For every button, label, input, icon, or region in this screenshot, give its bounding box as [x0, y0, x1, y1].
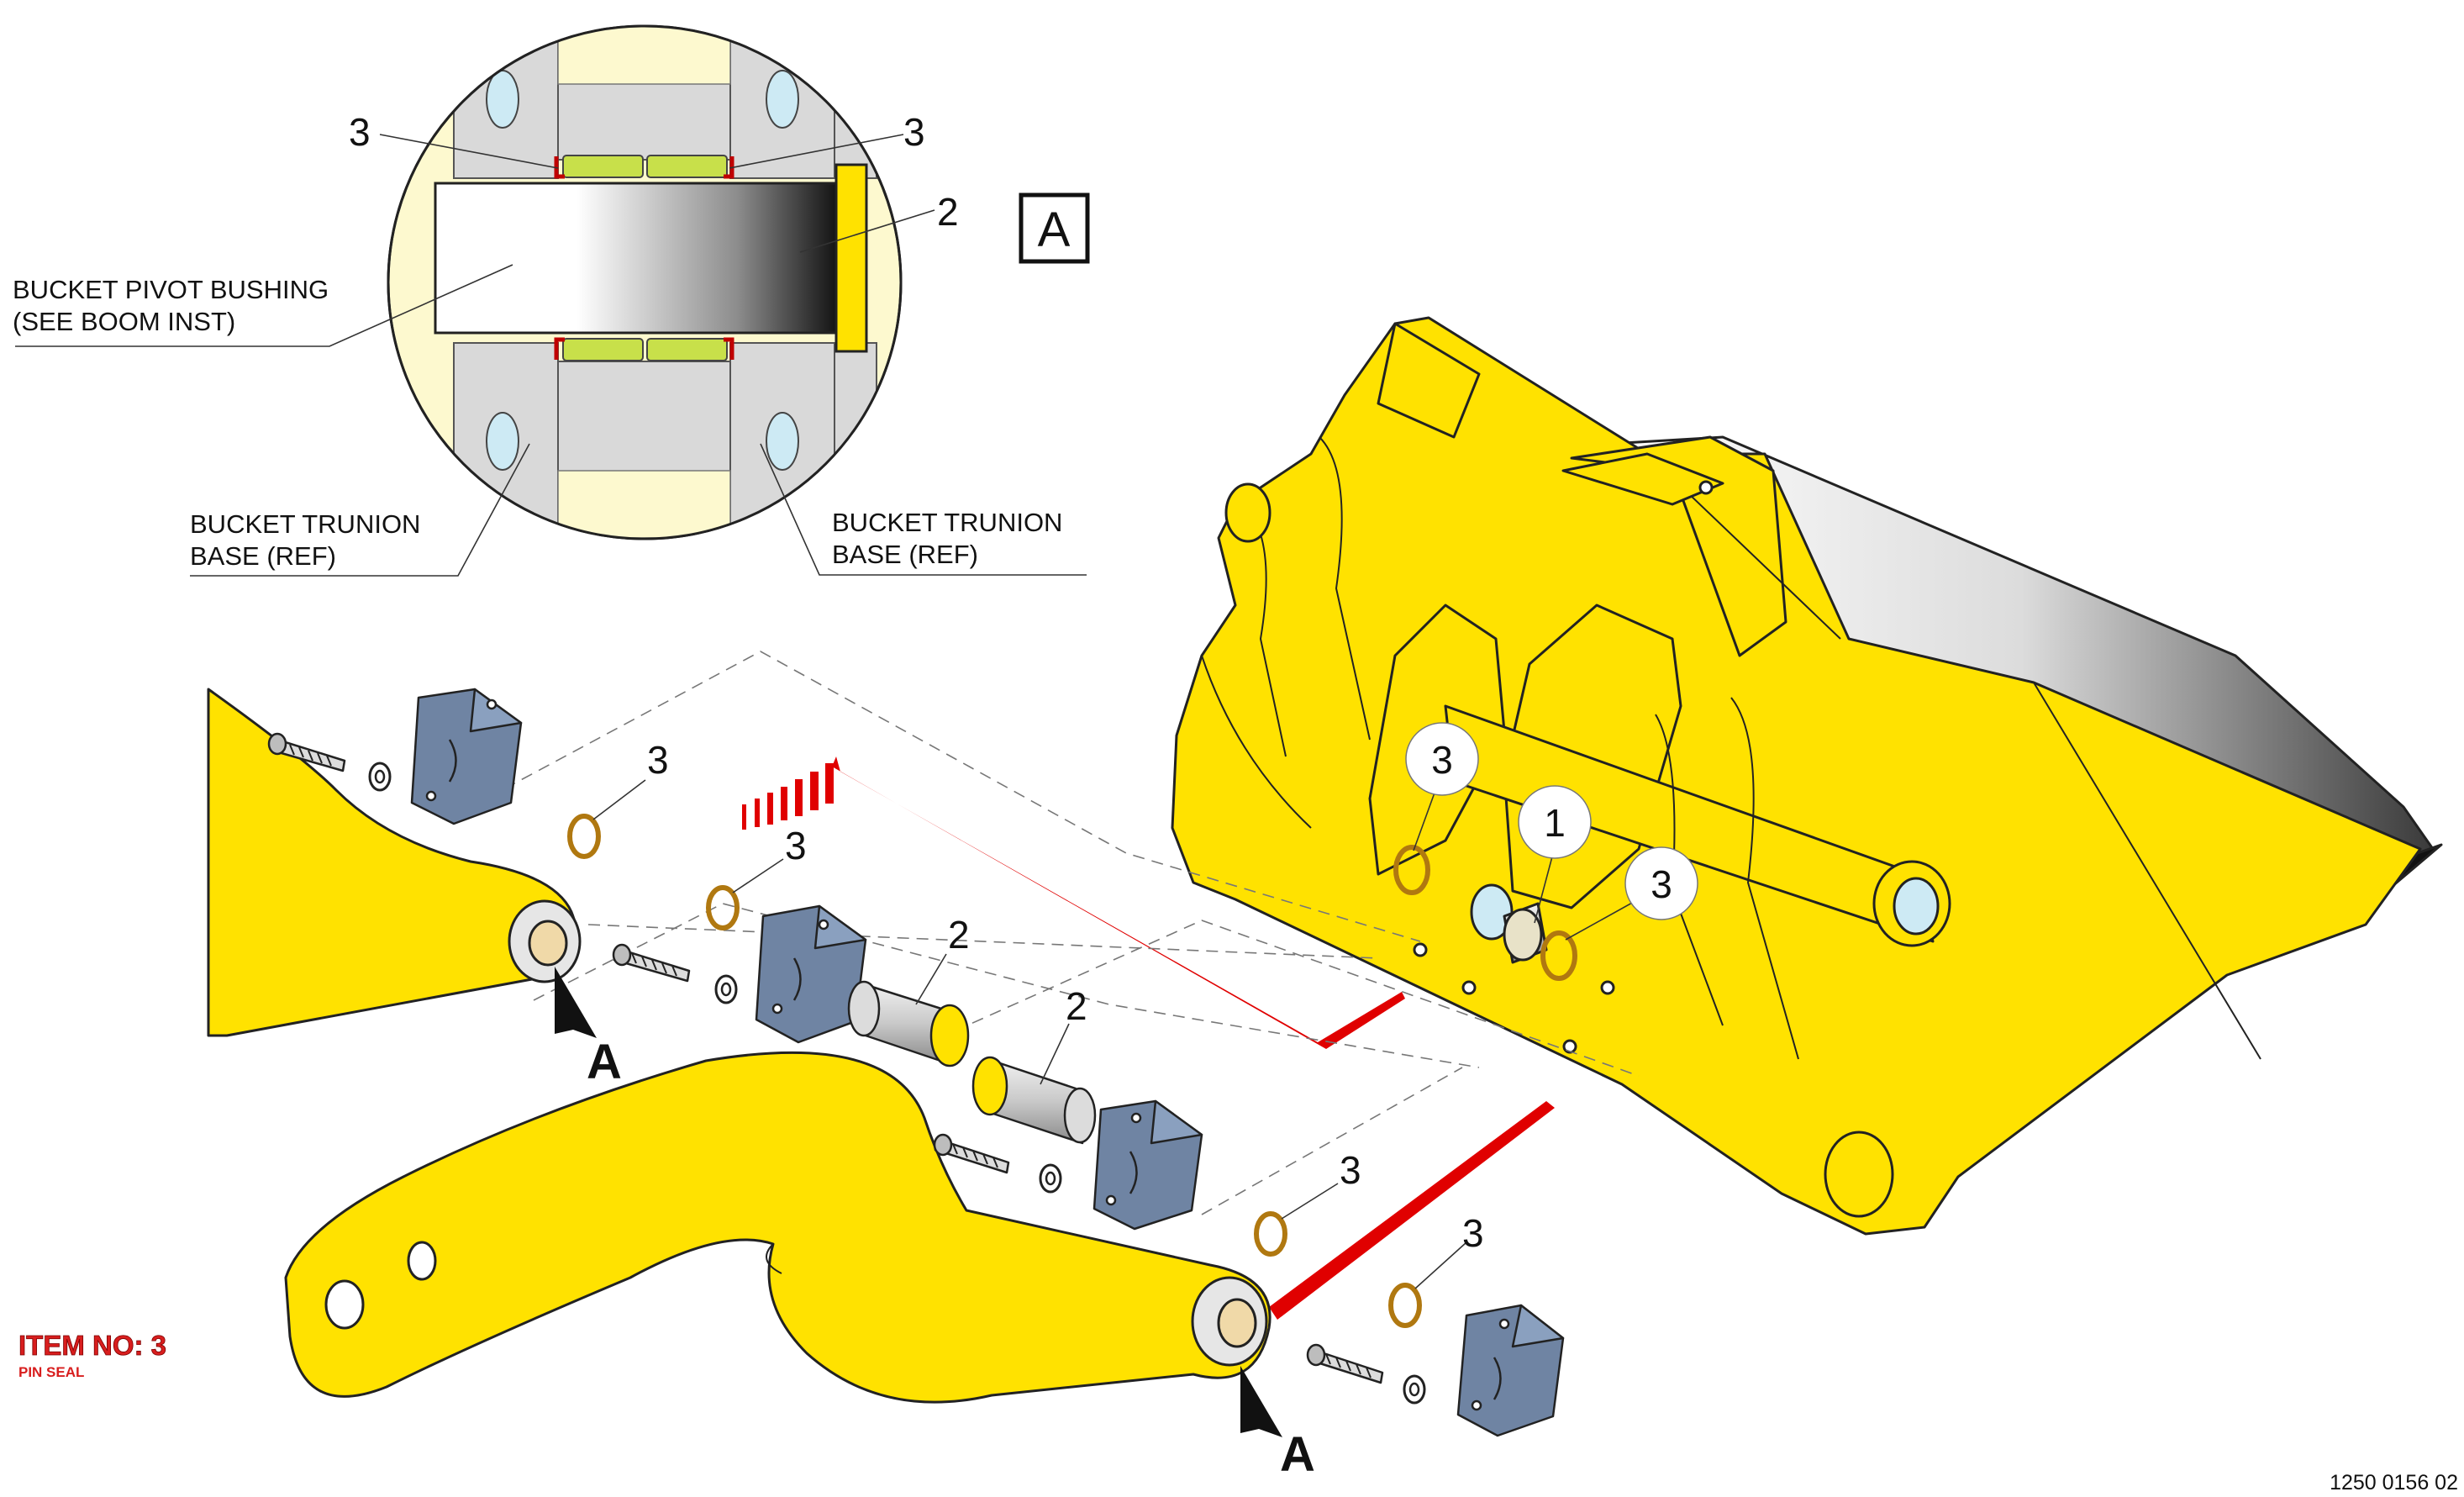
view-arrow-lower-letter: A: [1280, 1427, 1315, 1482]
callout-bubble-icon: [1405, 722, 1479, 796]
bolt-icon: [612, 943, 691, 983]
callout-pin-upper: 2: [948, 913, 970, 957]
bolt-icon: [267, 732, 346, 772]
seal-pad: [562, 338, 644, 361]
bolt-icon: [1306, 1343, 1384, 1384]
seal-ring-icon: [706, 885, 740, 930]
callout-bucket-seal-right: 3: [1651, 862, 1672, 906]
bucket-lower-boss: [1824, 1131, 1894, 1218]
ref-pivot-bushing-line2: (SEE BOOM INST): [13, 307, 235, 336]
pin-seal-lip: [724, 156, 734, 179]
ref-trunion-right-line1: BUCKET TRUNION: [832, 508, 1062, 537]
detail-callout-seal-right: 3: [903, 110, 925, 154]
item-note-title: ITEM NO: 3: [18, 1330, 166, 1361]
grease-hole-icon: [486, 70, 519, 129]
hardware: [267, 688, 1565, 1437]
bolt-icon: [933, 1133, 1010, 1174]
retainer-block-icon: [410, 688, 523, 825]
grease-hole-icon: [486, 412, 519, 471]
lower-arm-hole-1: [324, 1279, 365, 1330]
detail-retainer-plate: [834, 163, 868, 353]
view-arrow-upper-letter: A: [587, 1035, 622, 1089]
bucket-seal-ring: [1393, 845, 1430, 895]
seal-pad: [562, 155, 644, 178]
view-a-box: [1019, 192, 1090, 264]
detail-pin: [434, 182, 840, 335]
detail-view-a: 3 3 2 A BUCKET PIVOT BUSHING (SEE BOOM I…: [13, 24, 1090, 577]
seal-ring-icon: [567, 814, 601, 859]
pin-seal-lip: [554, 337, 565, 360]
upper-arm-bushing-inner: [528, 920, 568, 967]
bucket-pivot-hole-inner: [1893, 877, 1940, 936]
pivot-pin-icon: [847, 980, 970, 1067]
ref-pivot-bushing-line1: BUCKET PIVOT BUSHING: [13, 275, 329, 304]
callout-leaders: [592, 779, 1665, 1289]
callout-numbers: 3 3 2 2 3 3 3 1 3: [647, 738, 1672, 1255]
callout-pin-lower: 2: [1066, 984, 1087, 1028]
seal-axis-line-lower: [1269, 1101, 1555, 1320]
seal-axis-lines: [742, 756, 1555, 1320]
view-a-label: A: [1038, 203, 1071, 257]
view-arrow-upper-icon: [555, 967, 597, 1038]
seal-ring-icon: [1388, 1283, 1422, 1328]
detail-callout-seal-left: 3: [349, 110, 371, 154]
grease-hole-icon: [766, 412, 799, 471]
callout-bubble-icon: [1624, 846, 1698, 920]
retainer-block-icon: [755, 904, 867, 1044]
view-arrow-lower-icon: [1240, 1366, 1282, 1437]
retainer-block-icon: [1456, 1304, 1565, 1437]
lower-boom-arm: [284, 1051, 1271, 1404]
pin-seal-lip: [554, 156, 565, 179]
bucket-boss-left: [1224, 482, 1271, 543]
bucket-body: [1171, 316, 2422, 1236]
seal-pad: [646, 155, 728, 178]
bucket-seal-ring: [1540, 930, 1577, 981]
dashed-red-start: [742, 763, 834, 830]
callout-seal-lower-right: 3: [1462, 1211, 1484, 1255]
callout-bucket-bushing: 1: [1544, 801, 1566, 845]
lower-arm-bushing-inner: [1217, 1298, 1257, 1348]
lower-arm-hole-2: [407, 1241, 437, 1281]
detail-callout-pin: 2: [937, 190, 959, 234]
bucket: [1171, 316, 2443, 1236]
callout-bubble-icon: [1518, 785, 1592, 859]
callout-seal-lower-middle: 3: [1340, 1148, 1361, 1192]
view-arrows: A A: [555, 967, 1315, 1482]
seal-pad: [646, 338, 728, 361]
ref-trunion-left-line2: BASE (REF): [190, 541, 336, 571]
pin-seal-lip: [724, 337, 734, 360]
upper-boom-arm: [207, 688, 582, 1037]
ref-trunion-left-line1: BUCKET TRUNION: [190, 509, 420, 539]
retainer-block-icon: [1092, 1099, 1203, 1231]
seal-ring-icon: [1254, 1211, 1287, 1257]
pivot-pin-icon: [971, 1056, 1097, 1145]
grease-hole-icon: [766, 70, 799, 129]
item-note-subtitle: PIN SEAL: [18, 1364, 84, 1380]
callout-seal-middle-left: 3: [785, 824, 807, 867]
drawing-number: 1250 0156 02: [2330, 1471, 2458, 1494]
callout-seal-upper-left: 3: [647, 738, 669, 782]
ref-trunion-right-line2: BASE (REF): [832, 540, 978, 569]
callout-bucket-seal-left: 3: [1431, 738, 1453, 782]
